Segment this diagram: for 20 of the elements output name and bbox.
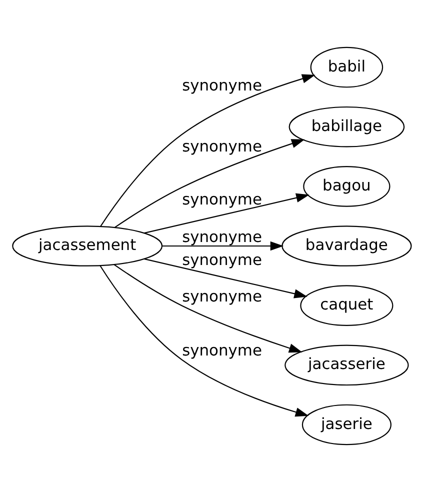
arrow: [144, 258, 308, 298]
arrow: [162, 240, 284, 250]
arrow: [100, 74, 316, 226]
node-ellipse: bavardage: [282, 225, 412, 266]
node-ellipse: bagou: [303, 166, 390, 206]
edge-label: synonyme: [182, 76, 262, 94]
node-ellipse: jaserie: [302, 404, 392, 445]
arrow: [114, 264, 302, 352]
arrow: [100, 265, 309, 416]
edge-label: synonyme: [182, 286, 262, 305]
edge-label: synonyme: [182, 250, 262, 268]
edge-label: synonyme: [182, 227, 262, 246]
arrow: [144, 192, 310, 234]
node-ellipse: caquet: [300, 284, 394, 326]
node-ellipse: jacassement: [12, 225, 163, 266]
arrow: [114, 138, 305, 228]
edge-label: synonyme: [182, 340, 262, 359]
edge-label: synonyme: [182, 136, 262, 155]
edge-label: synonyme: [182, 190, 262, 208]
node-ellipse: babil: [310, 46, 384, 88]
